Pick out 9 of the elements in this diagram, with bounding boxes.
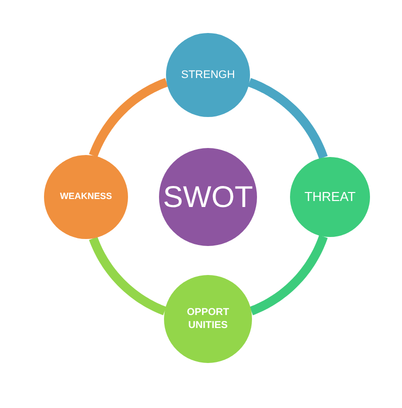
- ring-arc: [89, 78, 169, 158]
- ring-arc: [247, 78, 328, 160]
- node-label: STRENGH: [181, 68, 235, 82]
- ring-arc: [249, 234, 328, 316]
- node-label: SWOT: [163, 180, 253, 216]
- node-label: WEAKNESS: [60, 191, 112, 203]
- node-label: OPPORT UNITIES: [186, 306, 230, 332]
- node-label: THREAT: [304, 188, 356, 206]
- ring-arc: [89, 236, 167, 316]
